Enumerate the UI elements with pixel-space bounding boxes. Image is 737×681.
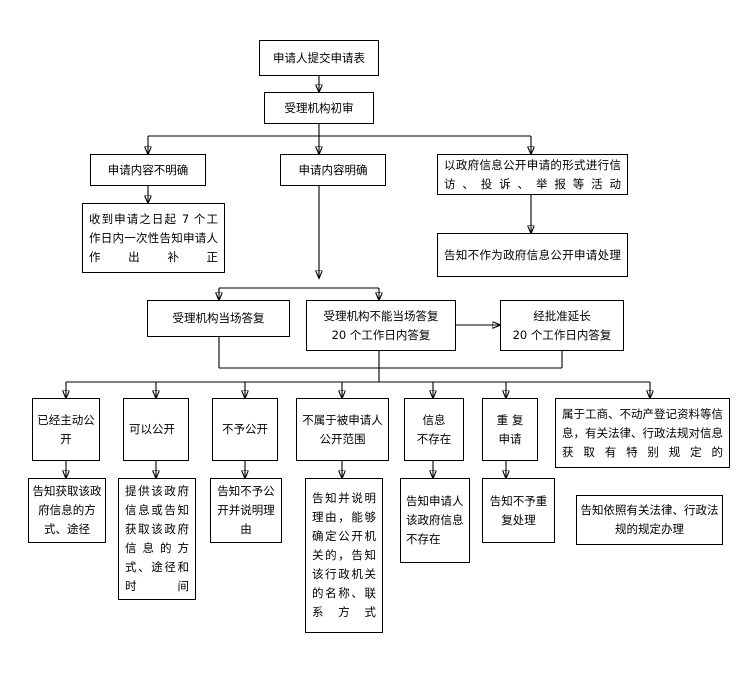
node-not-treated-as-request[interactable]: 告知不作为政府信息公开申请处理 — [437, 233, 628, 277]
node-label: 告知依照有关法律、行政法规的规定办理 — [580, 503, 719, 536]
node-label: 不予公开 — [222, 422, 268, 436]
node-label: 申请内容不明确 — [107, 162, 189, 177]
node-category-special-regulation[interactable]: 属于工商、不动产登记资料等信息，有关法律、行政法规对信息获取有特别规定的 — [555, 398, 730, 468]
node-label: 受理机构不能当场答复 20 个工作日内答复 — [323, 308, 439, 342]
node-cannot-reply-onsite[interactable]: 受理机构不能当场答复 20 个工作日内答复 — [306, 300, 456, 351]
node-label: 已经主动公开 — [37, 412, 95, 446]
node-category-can-be-public[interactable]: 可以公开 — [123, 398, 189, 461]
node-content-unclear[interactable]: 申请内容不明确 — [90, 154, 206, 186]
node-label: 经批准延长 20 个工作日内答复 — [512, 308, 612, 342]
node-label: 告知不予重复处理 — [489, 493, 548, 527]
node-result-not-exist[interactable]: 告知申请人该政府信息不存在 — [400, 478, 470, 563]
node-result-can-be-public[interactable]: 提供该政府信息或告知获取该政府信息的方式、途径和时间 — [118, 478, 196, 600]
node-category-repeat-request[interactable]: 重 复 申请 — [482, 398, 538, 461]
node-result-repeat-request[interactable]: 告知不予重复处理 — [482, 478, 555, 543]
node-label: 以政府信息公开申请的形式进行信访、投诉、举报等活动 — [444, 157, 621, 191]
node-label: 信息 不存在 — [416, 412, 452, 446]
node-category-out-of-scope[interactable]: 不属于被申请人公开范围 — [296, 398, 389, 461]
node-submit-application[interactable]: 申请人提交申请表 — [259, 40, 379, 76]
node-category-not-public[interactable]: 不予公开 — [212, 398, 278, 461]
node-onsite-reply[interactable]: 受理机构当场答复 — [147, 300, 290, 337]
node-label: 受理机构当场答复 — [172, 311, 265, 325]
node-result-special-regulation[interactable]: 告知依照有关法律、行政法规的规定办理 — [576, 495, 723, 545]
node-label: 可以公开 — [129, 422, 175, 436]
node-label: 收到申请之日起 7 个工作日内一次性告知申请人作出补正 — [89, 211, 218, 264]
node-supplement-notice[interactable]: 收到申请之日起 7 个工作日内一次性告知申请人作出补正 — [82, 203, 225, 273]
node-label: 告知申请人该政府信息不存在 — [406, 494, 464, 546]
node-result-already-public[interactable]: 告知获取该政府信息的方式、途径 — [28, 478, 106, 543]
node-label: 告知获取该政府信息的方式、途径 — [32, 484, 102, 536]
node-label: 申请内容明确 — [298, 162, 368, 177]
node-label: 不属于被申请人公开范围 — [302, 412, 383, 446]
node-label: 告知不作为政府信息公开申请处理 — [444, 247, 621, 262]
node-label: 申请人提交申请表 — [273, 50, 365, 65]
node-approved-extension[interactable]: 经批准延长 20 个工作日内答复 — [500, 300, 624, 351]
node-label: 重 复 申请 — [496, 412, 524, 446]
node-label: 告知并说明理由，能够确定公开机关的，告知该行政机关的名称、联系方式 — [312, 491, 376, 619]
node-initial-review[interactable]: 受理机构初审 — [264, 92, 374, 124]
node-result-not-public[interactable]: 告知不予公开并说明理由 — [210, 478, 282, 543]
node-label: 属于工商、不动产登记资料等信息，有关法律、行政法规对信息获取有特别规定的 — [562, 406, 723, 459]
node-content-clear[interactable]: 申请内容明确 — [280, 154, 386, 186]
node-label: 受理机构初审 — [284, 100, 354, 115]
node-category-already-public[interactable]: 已经主动公开 — [32, 398, 100, 461]
node-label: 告知不予公开并说明理由 — [217, 484, 275, 536]
node-category-not-exist[interactable]: 信息 不存在 — [404, 398, 464, 461]
node-result-out-of-scope[interactable]: 告知并说明理由，能够确定公开机关的，告知该行政机关的名称、联系方式 — [305, 478, 383, 633]
node-label: 提供该政府信息或告知获取该政府信息的方式、途径和时间 — [125, 484, 189, 593]
node-as-petition-form[interactable]: 以政府信息公开申请的形式进行信访、投诉、举报等活动 — [437, 154, 628, 195]
